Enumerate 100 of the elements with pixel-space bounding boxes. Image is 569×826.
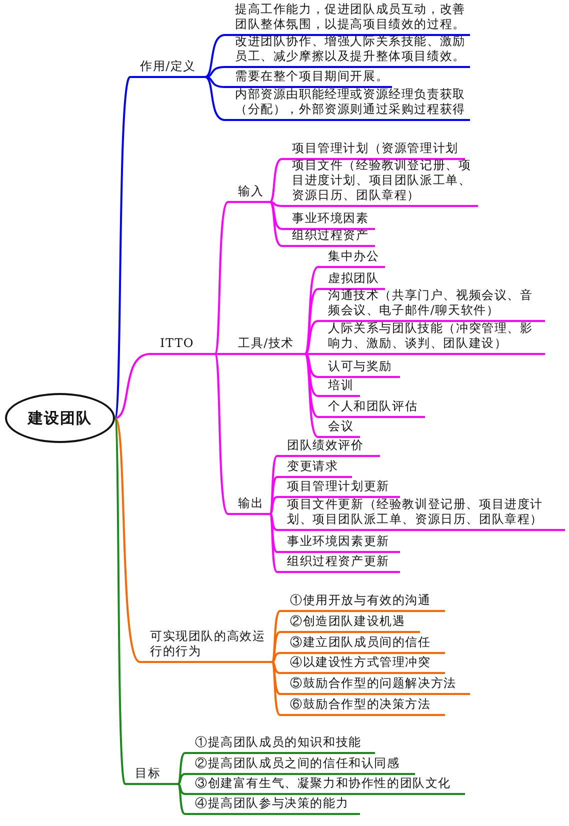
topic-text: 项目管理计划更新 [287,479,390,494]
topic-branch [318,378,360,397]
topic-branch [228,497,270,515]
topic-text: ③创建富有生气、凝聚力和协作性的团队文化 [195,776,451,791]
topic-branch [318,323,545,355]
branch-line [272,661,280,674]
branch-line [114,76,131,418]
branch-line [269,513,278,553]
topic-text: 工具/技术 [238,336,294,351]
central-topic-text: 建设团队 [28,410,92,426]
branch-line [178,783,186,795]
topic-text: ③建立团队成员间的信任 [290,635,431,650]
topic-branch [282,161,478,207]
branch-line [215,353,228,355]
topic-branch [282,210,375,230]
topic-text: 沟通技术（共享门户、视频会议、音频会议、电子邮件/聊天软件） [328,288,534,318]
branch-line [177,752,186,785]
topic-text: 团队绩效评价 [287,438,364,453]
topic-branch [280,594,445,612]
topic-text: 项目文件更新（经验教训登记册、项目进度计划、项目团队派工单、资源日历、团队章程） [287,497,544,527]
branch-line [271,631,280,663]
branch-line [269,496,278,515]
topic-text: 目标 [135,766,161,781]
topic-branch [280,654,445,674]
topic-text: 事业环境因素 [292,211,369,226]
topic-text: 认可与奖励 [328,359,392,374]
topic-branch [185,795,360,815]
topic-text: ①提高团队成员的知识和技能 [195,735,362,750]
topic-text: 项目文件（经验教训登记册、项目进度计划、项目团队派工单、资源日历、团队章程） [292,158,472,203]
branch-line [269,513,278,573]
topic-text: 培训 [328,378,354,393]
branch-line [304,353,318,418]
topic-text: 内部资源由职能经理或资源经理负责获取（分配），外部资源则通过采购过程获得 [235,87,466,117]
topic-branch [277,458,352,478]
branch-line [178,773,186,785]
branch-line [204,76,226,88]
topic-text: 个人和团队评估 [328,399,418,414]
topic-branch [318,270,385,290]
topic-text: ②提高团队成员之间的信任和认同感 [195,756,400,771]
topic-branch [130,60,205,78]
topic-branch [280,613,420,633]
topic-branch [185,755,415,775]
branch-line [269,158,282,203]
branch-line [304,353,318,397]
topic-text: ⑤鼓励合作型的问题解决方法 [290,676,456,691]
topic-branch [225,70,392,88]
topic-branch [185,775,465,795]
topic-branch [277,553,400,573]
topic-text: 需要在整个项目期间开展。 [235,69,389,84]
topic-branch [225,2,470,36]
branch-line [114,418,126,784]
topic-text: ④以建设性方式管理冲突 [290,655,431,670]
branch-line [214,201,229,354]
topic-branch [125,765,178,785]
topic-text: 输入 [238,184,264,199]
topic-branch [185,736,375,754]
branch-line [114,418,141,663]
topic-text: ①使用开放与有效的沟通 [290,593,431,608]
branch-line [271,661,280,695]
topic-text: ITTO [160,336,194,351]
topic-text: 组织过程资产更新 [287,554,390,569]
branch-line [214,354,229,515]
branch-line [269,201,282,247]
topic-branch [277,439,380,457]
topic-branch [228,337,305,355]
topic-text: 输出 [238,496,264,511]
topic-branch [280,696,445,716]
topic-text: 虚拟团队 [328,271,380,286]
topic-branch [280,634,445,654]
branch-line [271,661,281,716]
topic-branch [280,675,470,695]
central-topic-ellipse [5,393,115,443]
topic-branch [282,142,465,160]
topic-text: 项目管理计划（资源管理计划 [292,141,458,156]
branch-line [270,201,282,230]
topic-text: 组织过程资产 [292,228,369,243]
topic-text: 人际关系与团队技能（冲突管理、影响力、激励、谈判、团队建设） [328,321,534,351]
topic-branch [228,185,270,203]
topic-branch [277,478,400,498]
branch-line [269,513,278,531]
topic-branch [277,499,565,531]
branch-line [269,455,278,515]
branch-line [177,783,186,815]
branch-line [305,353,318,355]
branch-line [114,353,150,419]
topic-text: 变更请求 [287,459,338,474]
branch-line [272,652,280,663]
topic-branch [282,230,375,247]
topic-branch [318,250,385,268]
topic-text: 会议 [328,419,354,434]
branch-line [304,353,319,438]
branch-line [204,66,226,78]
branch-line [304,288,318,355]
branch-line [304,266,319,355]
topic-text: 可实现团队的高效运行的行为 [150,629,266,659]
branch-line [304,320,318,355]
topic-text: ②创造团队建设机遇 [290,614,406,629]
topic-text: 提高工作能力，促进团队成员互动，改善团队整体氛围，以提高项目绩效的过程。 [235,2,466,32]
topic-text: 作用/定义 [140,59,196,74]
topic-text: 改进团队协作、增强人际关系技能、激励员工、减少摩擦以及提升整体项目绩效。 [235,34,466,64]
